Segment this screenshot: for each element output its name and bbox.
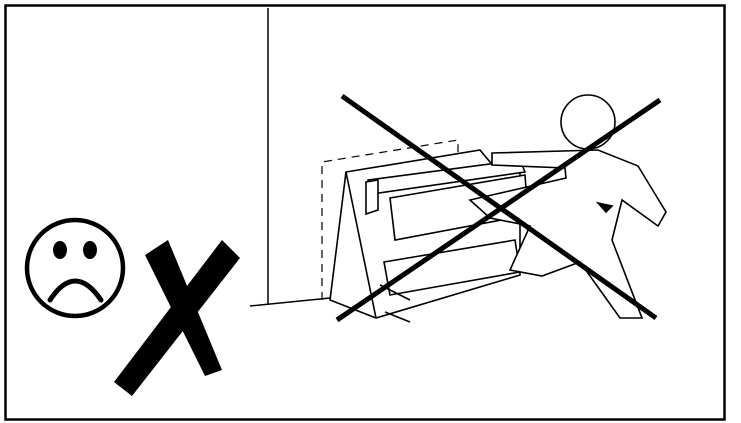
person-head: [560, 94, 616, 150]
sad-face-mouth: [47, 278, 104, 303]
x-mark-icon: [114, 240, 240, 396]
sad-face-outline: [24, 217, 126, 319]
dresser-leg-line-2: [384, 311, 411, 323]
sad-face-right-eye: [83, 241, 97, 259]
room-wall: [249, 8, 331, 307]
frame-border: [4, 4, 726, 421]
sad-face-left-eye: [53, 241, 67, 259]
person-arm-shadow: [595, 201, 614, 214]
cross-out-stroke-2: [335, 97, 662, 323]
dresser-side-edge: [345, 171, 377, 319]
x-mark-stroke-2: [114, 240, 240, 396]
dashed-position-outline: [321, 139, 459, 300]
cross-out-mark: [335, 93, 662, 323]
dresser-top-drawer-front: [365, 179, 379, 216]
dresser: [329, 149, 529, 323]
sad-face-icon: [24, 217, 126, 319]
floor-line: [249, 297, 331, 307]
